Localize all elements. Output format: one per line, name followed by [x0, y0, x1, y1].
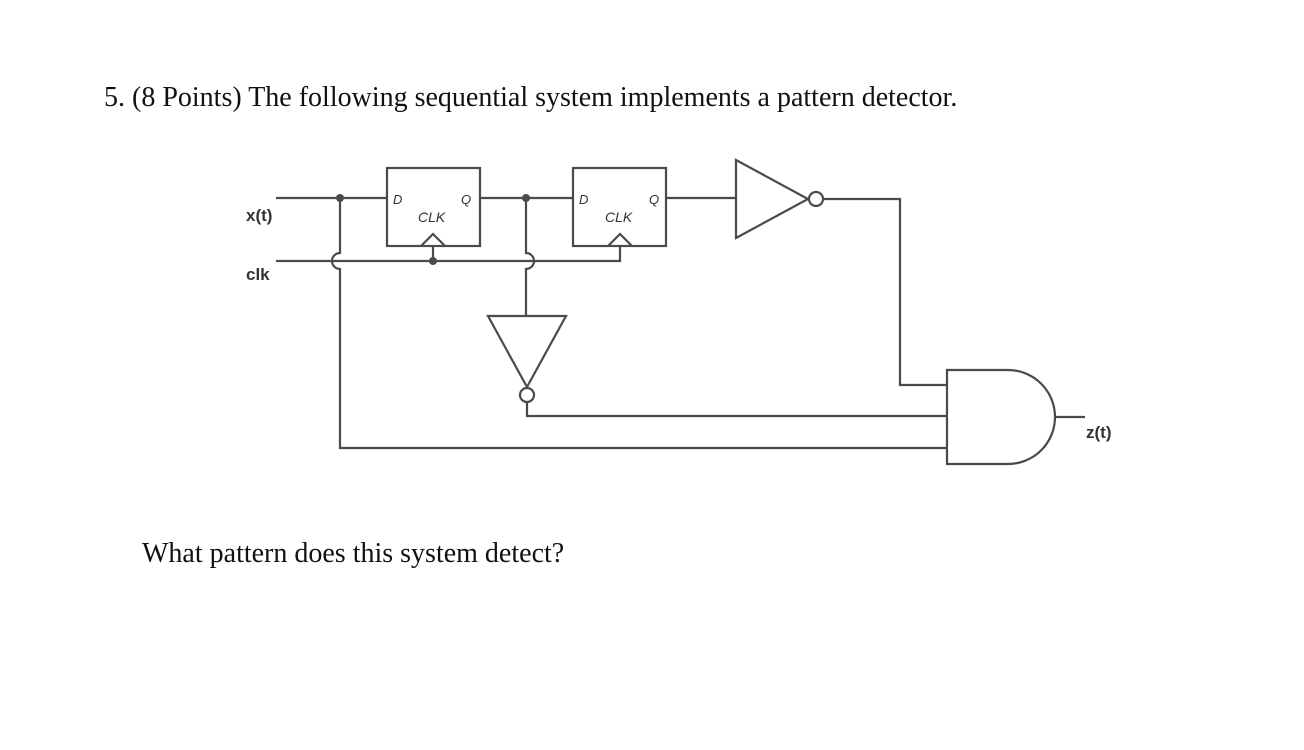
- ff2-clock-triangle: [607, 232, 633, 247]
- question-number: 5.: [104, 82, 125, 113]
- not-top-output-wire: [823, 197, 947, 387]
- question-text: 5. (8 Points) The following sequential s…: [104, 82, 957, 114]
- not-gate-top-bubble: [807, 190, 825, 208]
- ff1-d-label: D: [393, 192, 402, 207]
- question-points: (8 Points): [132, 82, 242, 113]
- and-gate: [945, 368, 1057, 466]
- output-label: z(t): [1086, 423, 1111, 442]
- ff1-q-label: Q: [461, 192, 471, 207]
- question-body: The following sequential system implemen…: [248, 82, 958, 113]
- ff2-q-label: Q: [649, 192, 659, 207]
- ff1-clk-label: CLK: [418, 209, 446, 225]
- q1-branch-wire: [524, 198, 536, 316]
- clock-label: clk: [246, 265, 270, 284]
- input-branch-wire: [330, 198, 947, 450]
- not-gate-bottom-bubble: [518, 386, 536, 404]
- clock-wire: [276, 246, 622, 263]
- not-gate-top: [734, 158, 811, 240]
- input-label: x(t): [246, 206, 272, 225]
- junction-dot: [429, 257, 437, 265]
- not-gate-bottom: [486, 314, 568, 390]
- ff2-clk-label: CLK: [605, 209, 633, 225]
- not-bottom-output-wire: [525, 402, 947, 418]
- ff1-clock-triangle: [420, 232, 446, 247]
- question-prompt: What pattern does this system detect?: [142, 538, 565, 569]
- ff2-d-label: D: [579, 192, 588, 207]
